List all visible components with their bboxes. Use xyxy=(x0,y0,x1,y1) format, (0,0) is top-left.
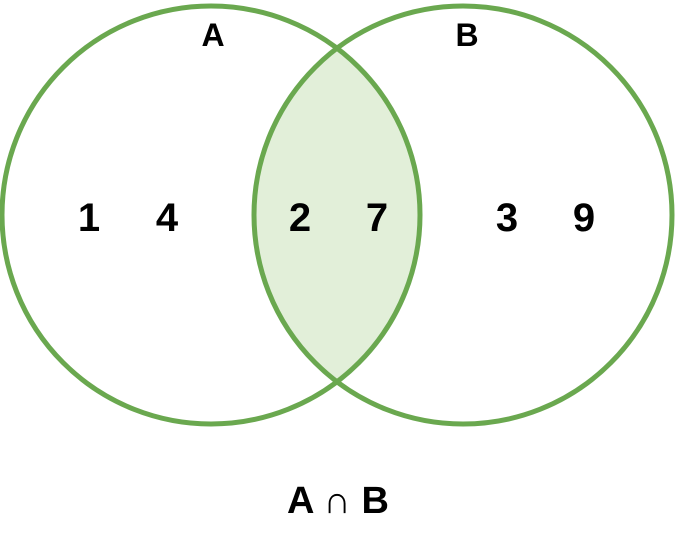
set-b-element: 3 xyxy=(496,196,518,240)
set-a-circle xyxy=(0,3,423,427)
intersection-element: 2 xyxy=(289,196,311,240)
set-b-label: B xyxy=(455,17,478,53)
set-a-label: A xyxy=(201,17,224,53)
set-a-element: 4 xyxy=(156,196,179,240)
set-b-circle xyxy=(251,3,675,427)
intersection-region xyxy=(254,6,420,424)
diagram-caption: A ∩ B xyxy=(287,480,389,522)
set-b-element: 9 xyxy=(573,196,595,240)
set-a-element: 1 xyxy=(78,196,100,240)
intersection-element: 7 xyxy=(366,196,388,240)
